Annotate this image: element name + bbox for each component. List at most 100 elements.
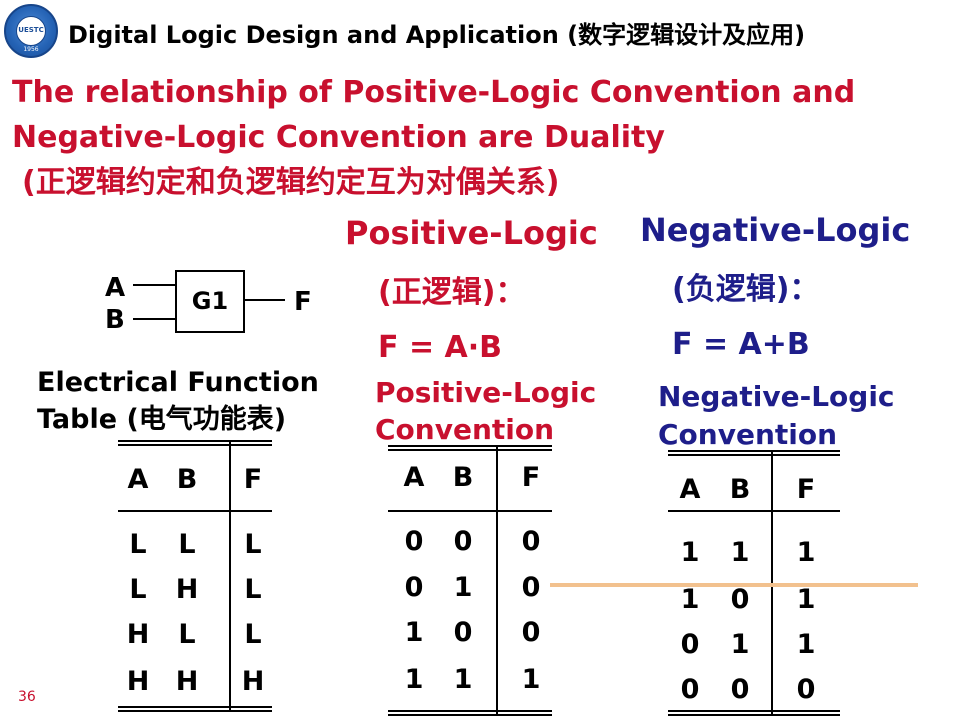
heading-line-1: The relationship of Positive-Logic Conve… [12, 75, 856, 110]
cell-f: L [244, 619, 262, 650]
cell-a: H [126, 619, 150, 650]
cell-f: 0 [521, 526, 541, 557]
cell-f: 1 [796, 584, 816, 615]
table-top-rule [388, 445, 552, 451]
cell-b: 1 [453, 572, 473, 603]
heading-line-2: Negative-Logic Convention are Duality [12, 120, 665, 155]
negative-logic-truth-table: A B F 1 1 1 1 0 1 0 1 1 0 0 0 [668, 450, 840, 716]
negative-logic-subtitle: (负逻辑)： [672, 272, 820, 307]
slide-title: Digital Logic Design and Application (数字… [68, 21, 806, 49]
negative-logic-expression: F = A+B [672, 327, 810, 362]
table-header-row: A B F [668, 470, 840, 510]
cell-b: L [178, 619, 196, 650]
cell-a: H [126, 666, 150, 697]
cell-b: 1 [453, 664, 473, 695]
highlight-line [550, 583, 918, 587]
positive-convention-label-line-1: Positive-Logic [375, 376, 597, 409]
table-bottom-rule [668, 710, 840, 716]
table-row: 1 0 1 [668, 580, 840, 620]
header-rule [118, 510, 272, 512]
gate-input-a-label: A [105, 273, 126, 303]
table-top-rule [668, 450, 840, 456]
page-number: 36 [18, 689, 36, 705]
header-b: B [729, 474, 751, 505]
cell-f: 1 [796, 537, 816, 568]
cell-f: 0 [521, 617, 541, 648]
cell-f: 0 [796, 674, 816, 705]
table-bottom-rule [118, 706, 272, 712]
cell-a: 1 [404, 664, 424, 695]
cell-a: 0 [680, 674, 700, 705]
cell-a: 0 [680, 629, 700, 660]
gate-input-b-wire [133, 318, 175, 320]
cell-b: 1 [730, 537, 750, 568]
table-row: 0 1 1 [668, 625, 840, 665]
table-header-row: A B F [118, 460, 272, 500]
cell-a: L [129, 574, 147, 605]
table-row: 0 1 0 [388, 568, 552, 608]
table-row: 0 0 0 [668, 670, 840, 710]
cell-b: H [175, 574, 199, 605]
logo-text: UESTC [18, 26, 44, 34]
positive-convention-label-line-2: Convention [375, 413, 555, 446]
table-row: 1 0 0 [388, 613, 552, 653]
cell-a: 0 [404, 572, 424, 603]
table-row: 1 1 1 [668, 533, 840, 573]
column-divider [496, 445, 498, 716]
table-header-row: A B F [388, 458, 552, 498]
gate-name: G1 [191, 287, 229, 315]
cell-b: 0 [453, 526, 473, 557]
gate-input-b-label: B [105, 305, 125, 335]
cell-f: H [241, 666, 265, 697]
university-logo: UESTC 1956 [4, 4, 58, 58]
cell-f: L [244, 574, 262, 605]
header-f: F [521, 462, 541, 493]
cell-f: 1 [521, 664, 541, 695]
header-a: A [127, 464, 149, 495]
logo-year: 1956 [23, 46, 39, 53]
table-row: 1 1 1 [388, 660, 552, 700]
header-f: F [243, 464, 263, 495]
table-bottom-rule [388, 710, 552, 716]
negative-logic-title: Negative-Logic [640, 211, 911, 249]
electrical-table-caption-line-2: Table (电气功能表) [37, 404, 287, 435]
cell-f: L [244, 529, 262, 560]
header-f: F [796, 474, 816, 505]
header-b: B [452, 462, 474, 493]
cell-b: 0 [730, 674, 750, 705]
header-rule [388, 510, 552, 512]
cell-b: 0 [453, 617, 473, 648]
negative-convention-label-line-2: Convention [658, 418, 838, 451]
positive-logic-expression: F = A·B [378, 330, 502, 365]
negative-convention-label-line-1: Negative-Logic [658, 380, 895, 413]
heading-line-3: (正逻辑约定和负逻辑约定互为对偶关系) [22, 165, 560, 200]
header-a: A [403, 462, 425, 493]
gate-output-wire [245, 299, 285, 301]
table-top-rule [118, 440, 272, 446]
positive-logic-title: Positive-Logic [345, 214, 598, 252]
header-b: B [176, 464, 198, 495]
table-row: L L L [118, 525, 272, 565]
cell-b: L [178, 529, 196, 560]
cell-a: 0 [404, 526, 424, 557]
electrical-function-table: A B F L L L L H L H L L H H H [118, 440, 272, 712]
cell-a: L [129, 529, 147, 560]
header-rule [668, 510, 840, 512]
electrical-table-caption-line-1: Electrical Function [37, 367, 319, 398]
cell-b: H [175, 666, 199, 697]
cell-f: 1 [796, 629, 816, 660]
gate-output-label: F [294, 287, 312, 317]
table-row: H L L [118, 615, 272, 655]
cell-a: 1 [680, 584, 700, 615]
column-divider [229, 440, 231, 712]
cell-a: 1 [680, 537, 700, 568]
header-a: A [679, 474, 701, 505]
positive-logic-subtitle: (正逻辑)： [378, 275, 526, 310]
gate-input-a-wire [133, 284, 175, 286]
logo-inner-circle [16, 16, 46, 46]
table-row: 0 0 0 [388, 522, 552, 562]
cell-f: 0 [521, 572, 541, 603]
gate-box: G1 [175, 270, 245, 333]
cell-b: 0 [730, 584, 750, 615]
table-row: H H H [118, 662, 272, 702]
